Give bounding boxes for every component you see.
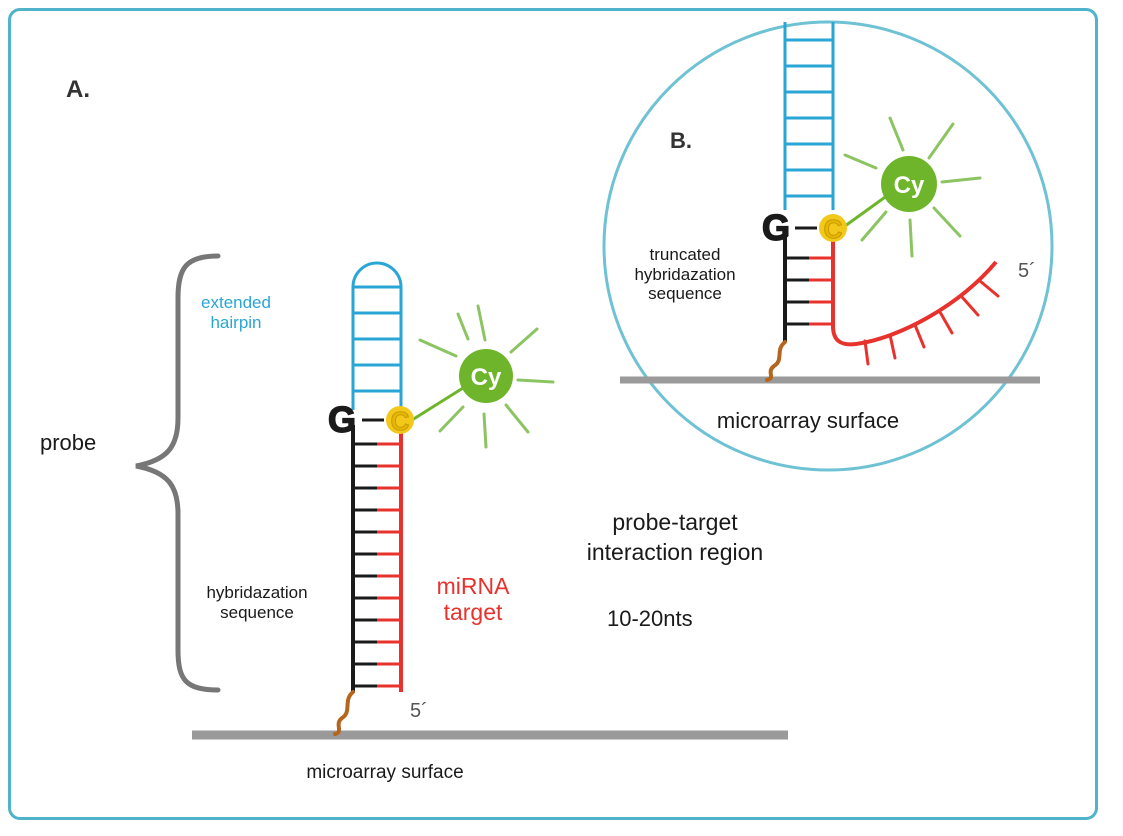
interaction-region-line-1: probe-target bbox=[612, 509, 738, 535]
truncated-line-2: hybridazation bbox=[634, 264, 736, 284]
unpaired-target-bases-b bbox=[863, 279, 1000, 366]
extended-hairpin-line-1: extended bbox=[201, 293, 271, 312]
cy-dye-a bbox=[459, 349, 513, 403]
panel-b-label: B. bbox=[670, 128, 692, 153]
figure-frame bbox=[8, 8, 1098, 820]
truncated-line-1: truncated bbox=[649, 245, 721, 264]
c-base-bg-a bbox=[386, 406, 414, 434]
probe-label: probe bbox=[40, 430, 97, 455]
truncated-hybridization-label: truncated hybridazation sequence bbox=[605, 245, 765, 304]
dye-rays-a bbox=[418, 304, 555, 449]
linker-a bbox=[333, 690, 355, 736]
cy-dye-label-b: Cy bbox=[894, 172, 925, 199]
linker-b bbox=[765, 340, 787, 382]
hybridization-line-2: sequence bbox=[220, 602, 294, 622]
length-range-label: 10-20nts bbox=[607, 606, 693, 631]
microarray-surface-label-a: microarray surface bbox=[306, 762, 464, 783]
cy-dye-label-a: Cy bbox=[471, 364, 502, 391]
g-base-b: G bbox=[762, 207, 790, 248]
mirna-target-line-2: target bbox=[443, 599, 503, 626]
dye-linker-a bbox=[411, 386, 464, 422]
hybridization-sequence-label: hybridazation sequence bbox=[182, 583, 332, 622]
extended-hairpin-label: extended hairpin bbox=[186, 293, 286, 332]
c-base-b: C bbox=[824, 214, 843, 244]
microarray-surface-label-b: microarray surface bbox=[716, 408, 900, 433]
hybridization-line-1: hybridazation bbox=[206, 583, 308, 602]
base-pair-rungs-a bbox=[353, 442, 401, 688]
base-pair-rungs-b bbox=[785, 256, 833, 326]
panel-a-label: A. bbox=[66, 76, 90, 103]
probe-brace bbox=[135, 253, 221, 693]
c-base-bg-b bbox=[819, 214, 847, 242]
mirna-target-label: miRNA target bbox=[418, 573, 528, 626]
dye-linker-b bbox=[844, 193, 889, 228]
panel-b-circle bbox=[602, 20, 1054, 472]
interaction-region-line-2: interaction region bbox=[586, 538, 764, 565]
g-base-a: G bbox=[328, 399, 356, 440]
extended-hairpin-b bbox=[783, 22, 835, 210]
c-base-a: C bbox=[391, 406, 410, 436]
extended-hairpin-line-2: hairpin bbox=[210, 312, 262, 332]
five-prime-label-a: 5´ bbox=[410, 700, 428, 722]
extended-hairpin bbox=[351, 261, 403, 410]
cy-dye-b bbox=[881, 156, 937, 212]
dye-rays-b bbox=[843, 116, 982, 258]
interaction-region-label: probe-target interaction region bbox=[560, 508, 790, 568]
mirna-target-line-1: miRNA bbox=[436, 573, 510, 599]
five-prime-label-b: 5´ bbox=[1018, 260, 1036, 282]
truncated-line-3: sequence bbox=[648, 284, 722, 304]
